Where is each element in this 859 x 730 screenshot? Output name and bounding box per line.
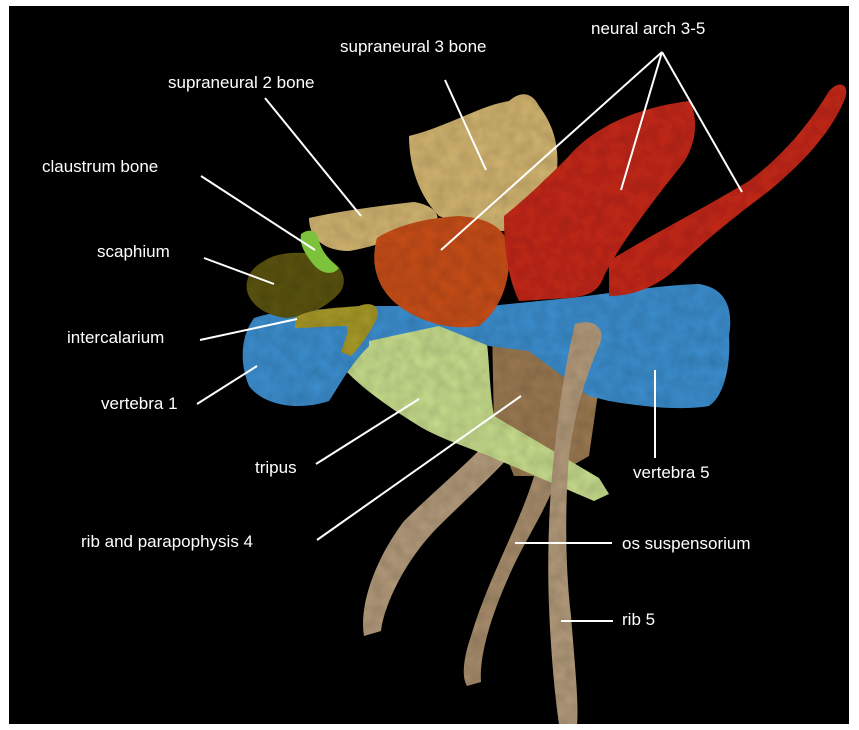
label-supraneural-3: supraneural 3 bone [340, 37, 487, 57]
label-scaphium: scaphium [97, 242, 170, 262]
label-vertebra-1: vertebra 1 [101, 394, 178, 414]
bone-render [9, 6, 849, 724]
label-tripus: tripus [255, 458, 297, 478]
leader-claustrum [201, 176, 315, 250]
label-rib-parapophysis-4: rib and parapophysis 4 [81, 532, 253, 552]
label-claustrum: claustrum bone [42, 157, 158, 177]
label-neural-arch: neural arch 3-5 [591, 19, 705, 39]
label-intercalarium: intercalarium [67, 328, 164, 348]
leader-supraneural-2 [265, 98, 361, 216]
label-os-suspensorium: os suspensorium [622, 534, 751, 554]
label-vertebra-5: vertebra 5 [633, 463, 710, 483]
label-rib-5: rib 5 [622, 610, 655, 630]
leader-tripus [316, 399, 419, 464]
leader-vertebra-1 [197, 366, 257, 404]
rib-4-branch-shape [464, 476, 557, 686]
specimen-figure: supraneural 3 bone neural arch 3-5 supra… [9, 6, 849, 724]
label-supraneural-2: supraneural 2 bone [168, 73, 315, 93]
